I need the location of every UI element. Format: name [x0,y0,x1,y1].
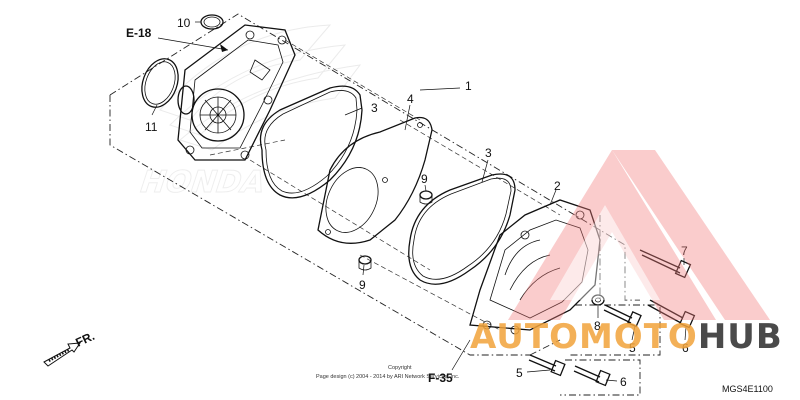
bolt-5-upper [603,304,642,328]
callout-10: 10 [177,16,191,30]
o-ring-11-inner [144,61,176,105]
bolt-6-lower [573,365,611,387]
front-label: FR. [73,329,96,350]
callout-7: 7 [681,244,688,258]
callout-2: 2 [554,179,561,193]
callout-6-lower: 6 [620,375,627,389]
gasket-3-upper [259,85,363,199]
copyright-line-1: Copyright [388,365,412,371]
watermark-brand-dark: HUB [698,317,783,357]
ref-f35: F-35 [428,371,453,385]
o-ring-10-inner [203,16,221,28]
callout-6-upper: 6 [682,341,689,355]
e18-arrow-icon [220,44,228,52]
plate-gasket-4 [317,116,433,244]
dowel-pin-9-lower [358,255,372,271]
o-ring-11 [141,58,179,108]
callout-1: 1 [465,79,472,93]
callout-leaders [151,21,687,382]
gasket-3-upper-inner [264,90,358,194]
diagram-code: MGS4E1100 [722,384,773,394]
front-arrow-icon [43,342,81,367]
callout-9-upper: 9 [421,172,428,186]
bolt-7 [639,249,692,279]
honda-wing-logo: HONDA [135,24,362,200]
assembly-frame [109,13,661,396]
ref-e18: E-18 [126,26,152,40]
gasket-3-lower [408,173,516,285]
honda-logo-text: HONDA [135,165,270,200]
callout-4: 4 [407,92,414,106]
callout-3-upper: 3 [371,101,378,115]
callout-3-lower: 3 [485,146,492,160]
copyright-line-2: Page design (c) 2004 - 2014 by ARI Netwo… [316,374,460,380]
watermark-brand-orange: AUTOMOTO [470,317,698,357]
gasket-3-lower-inner [412,177,512,280]
callout-9-lower: 9 [359,278,366,292]
alignment-lines [209,39,561,331]
callout-11: 11 [145,120,158,134]
pump-cover-2 [469,199,601,335]
washer-8 [591,294,605,306]
watermark-triangle-logo [508,150,770,320]
bolt-6-upper [647,299,696,329]
callout-8: 8 [594,319,601,333]
water-pump-body [177,24,296,161]
callout-5-lower: 5 [516,366,523,380]
watermark-text: AUTOMOTOHUB [470,317,783,357]
callout-5-upper: 5 [629,341,636,355]
bolt-5-lower [528,354,566,377]
